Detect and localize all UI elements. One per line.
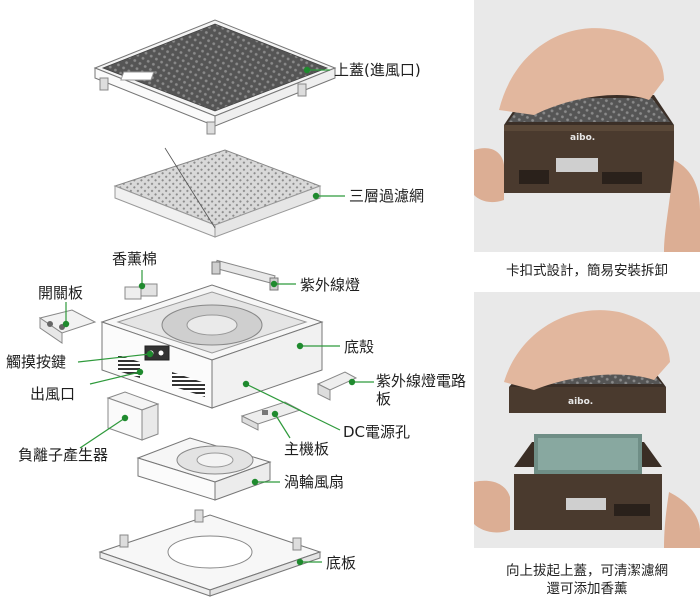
label-touch-button: 觸摸按鍵	[6, 353, 67, 371]
label-uv-circuit: 紫外線燈電路板	[376, 372, 467, 408]
leader-lines	[65, 69, 374, 563]
brand-logo: aibo.	[570, 133, 595, 143]
turbo-fan-part	[136, 437, 272, 501]
label-top-cover: 上蓋(進風口)	[334, 61, 421, 79]
label-ion-generator: 負離子產生器	[18, 446, 109, 464]
label-uv-lamp: 紫外線燈	[300, 276, 361, 294]
label-main-board: 主機板	[284, 440, 330, 458]
caption-clean-filter: 向上拔起上蓋，可清潔濾網 還可添加香薰	[474, 562, 700, 598]
leader-markers	[62, 66, 356, 566]
lid-lifted-illustration: aibo.	[474, 292, 700, 548]
filter-part	[113, 147, 322, 238]
caption-clean-filter-line2: 還可添加香薰	[546, 581, 628, 597]
ion-generator-part	[106, 391, 160, 441]
label-aroma-pad: 香薰棉	[112, 250, 158, 268]
uv-circuit-part	[316, 371, 358, 401]
label-dc-jack: DC電源孔	[343, 423, 411, 441]
brand-logo-2: aibo.	[568, 397, 593, 407]
exploded-diagram	[38, 19, 374, 597]
photo-closed-device: aibo.	[474, 0, 700, 252]
photo-lid-lifted: aibo.	[474, 292, 700, 548]
label-bottom-plate: 底板	[326, 554, 357, 572]
top-cover-part	[93, 19, 337, 135]
housing-part	[100, 284, 324, 409]
closed-device-illustration: aibo.	[474, 0, 700, 252]
label-filter: 三層過濾網	[349, 187, 425, 205]
caption-clean-filter-line1: 向上拔起上蓋，可清潔濾網	[506, 563, 668, 579]
label-housing: 底殼	[344, 338, 375, 356]
label-switch-board: 開關板	[38, 284, 84, 302]
bottom-plate-part	[98, 509, 322, 597]
caption-snap-design: 卡扣式設計，簡易安裝拆卸	[506, 263, 668, 279]
uv-lamp-part	[211, 259, 279, 291]
label-air-outlet: 出風口	[30, 385, 76, 403]
label-turbo-fan: 渦輪風扇	[284, 473, 345, 491]
